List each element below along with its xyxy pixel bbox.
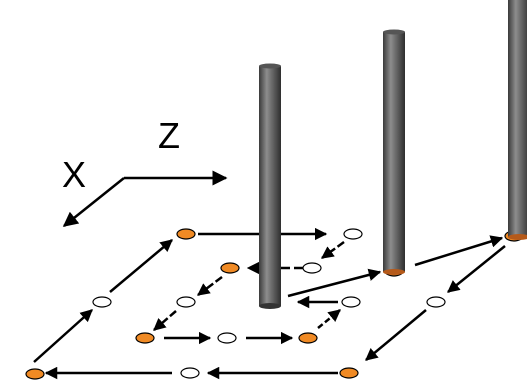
hollow-point [426, 296, 446, 308]
rod [383, 29, 405, 275]
hollow-point [343, 228, 363, 240]
hollow-point [180, 367, 200, 379]
path-arrow [320, 240, 345, 260]
scan-path-arrows [33, 227, 506, 380]
filled-point [25, 368, 45, 380]
path-arrow [197, 276, 223, 296]
path-arrow [109, 239, 173, 293]
filled-point [135, 332, 155, 344]
path-arrow [153, 310, 177, 331]
axis-indicator [62, 170, 228, 227]
x-axis-arrow [62, 177, 125, 227]
filled-point [220, 262, 240, 274]
filled-point [339, 367, 359, 379]
path-arrow [414, 235, 504, 267]
hollow-point [302, 262, 322, 274]
filled-point [298, 332, 318, 344]
hollow-point [176, 296, 196, 308]
rod [508, 0, 527, 240]
filled-point [176, 228, 196, 240]
path-arrow [33, 309, 93, 363]
hollow-point [341, 296, 361, 308]
path-arrow [365, 309, 427, 361]
hollow-point [217, 332, 237, 344]
path-arrow [317, 309, 341, 329]
path-arrow [287, 268, 382, 298]
path-arrow [447, 245, 506, 293]
hollow-point [92, 296, 112, 308]
x-axis-label: X [62, 154, 87, 195]
z-axis-label: Z [158, 115, 180, 156]
rod [259, 63, 281, 309]
probe-rods [259, 0, 527, 309]
